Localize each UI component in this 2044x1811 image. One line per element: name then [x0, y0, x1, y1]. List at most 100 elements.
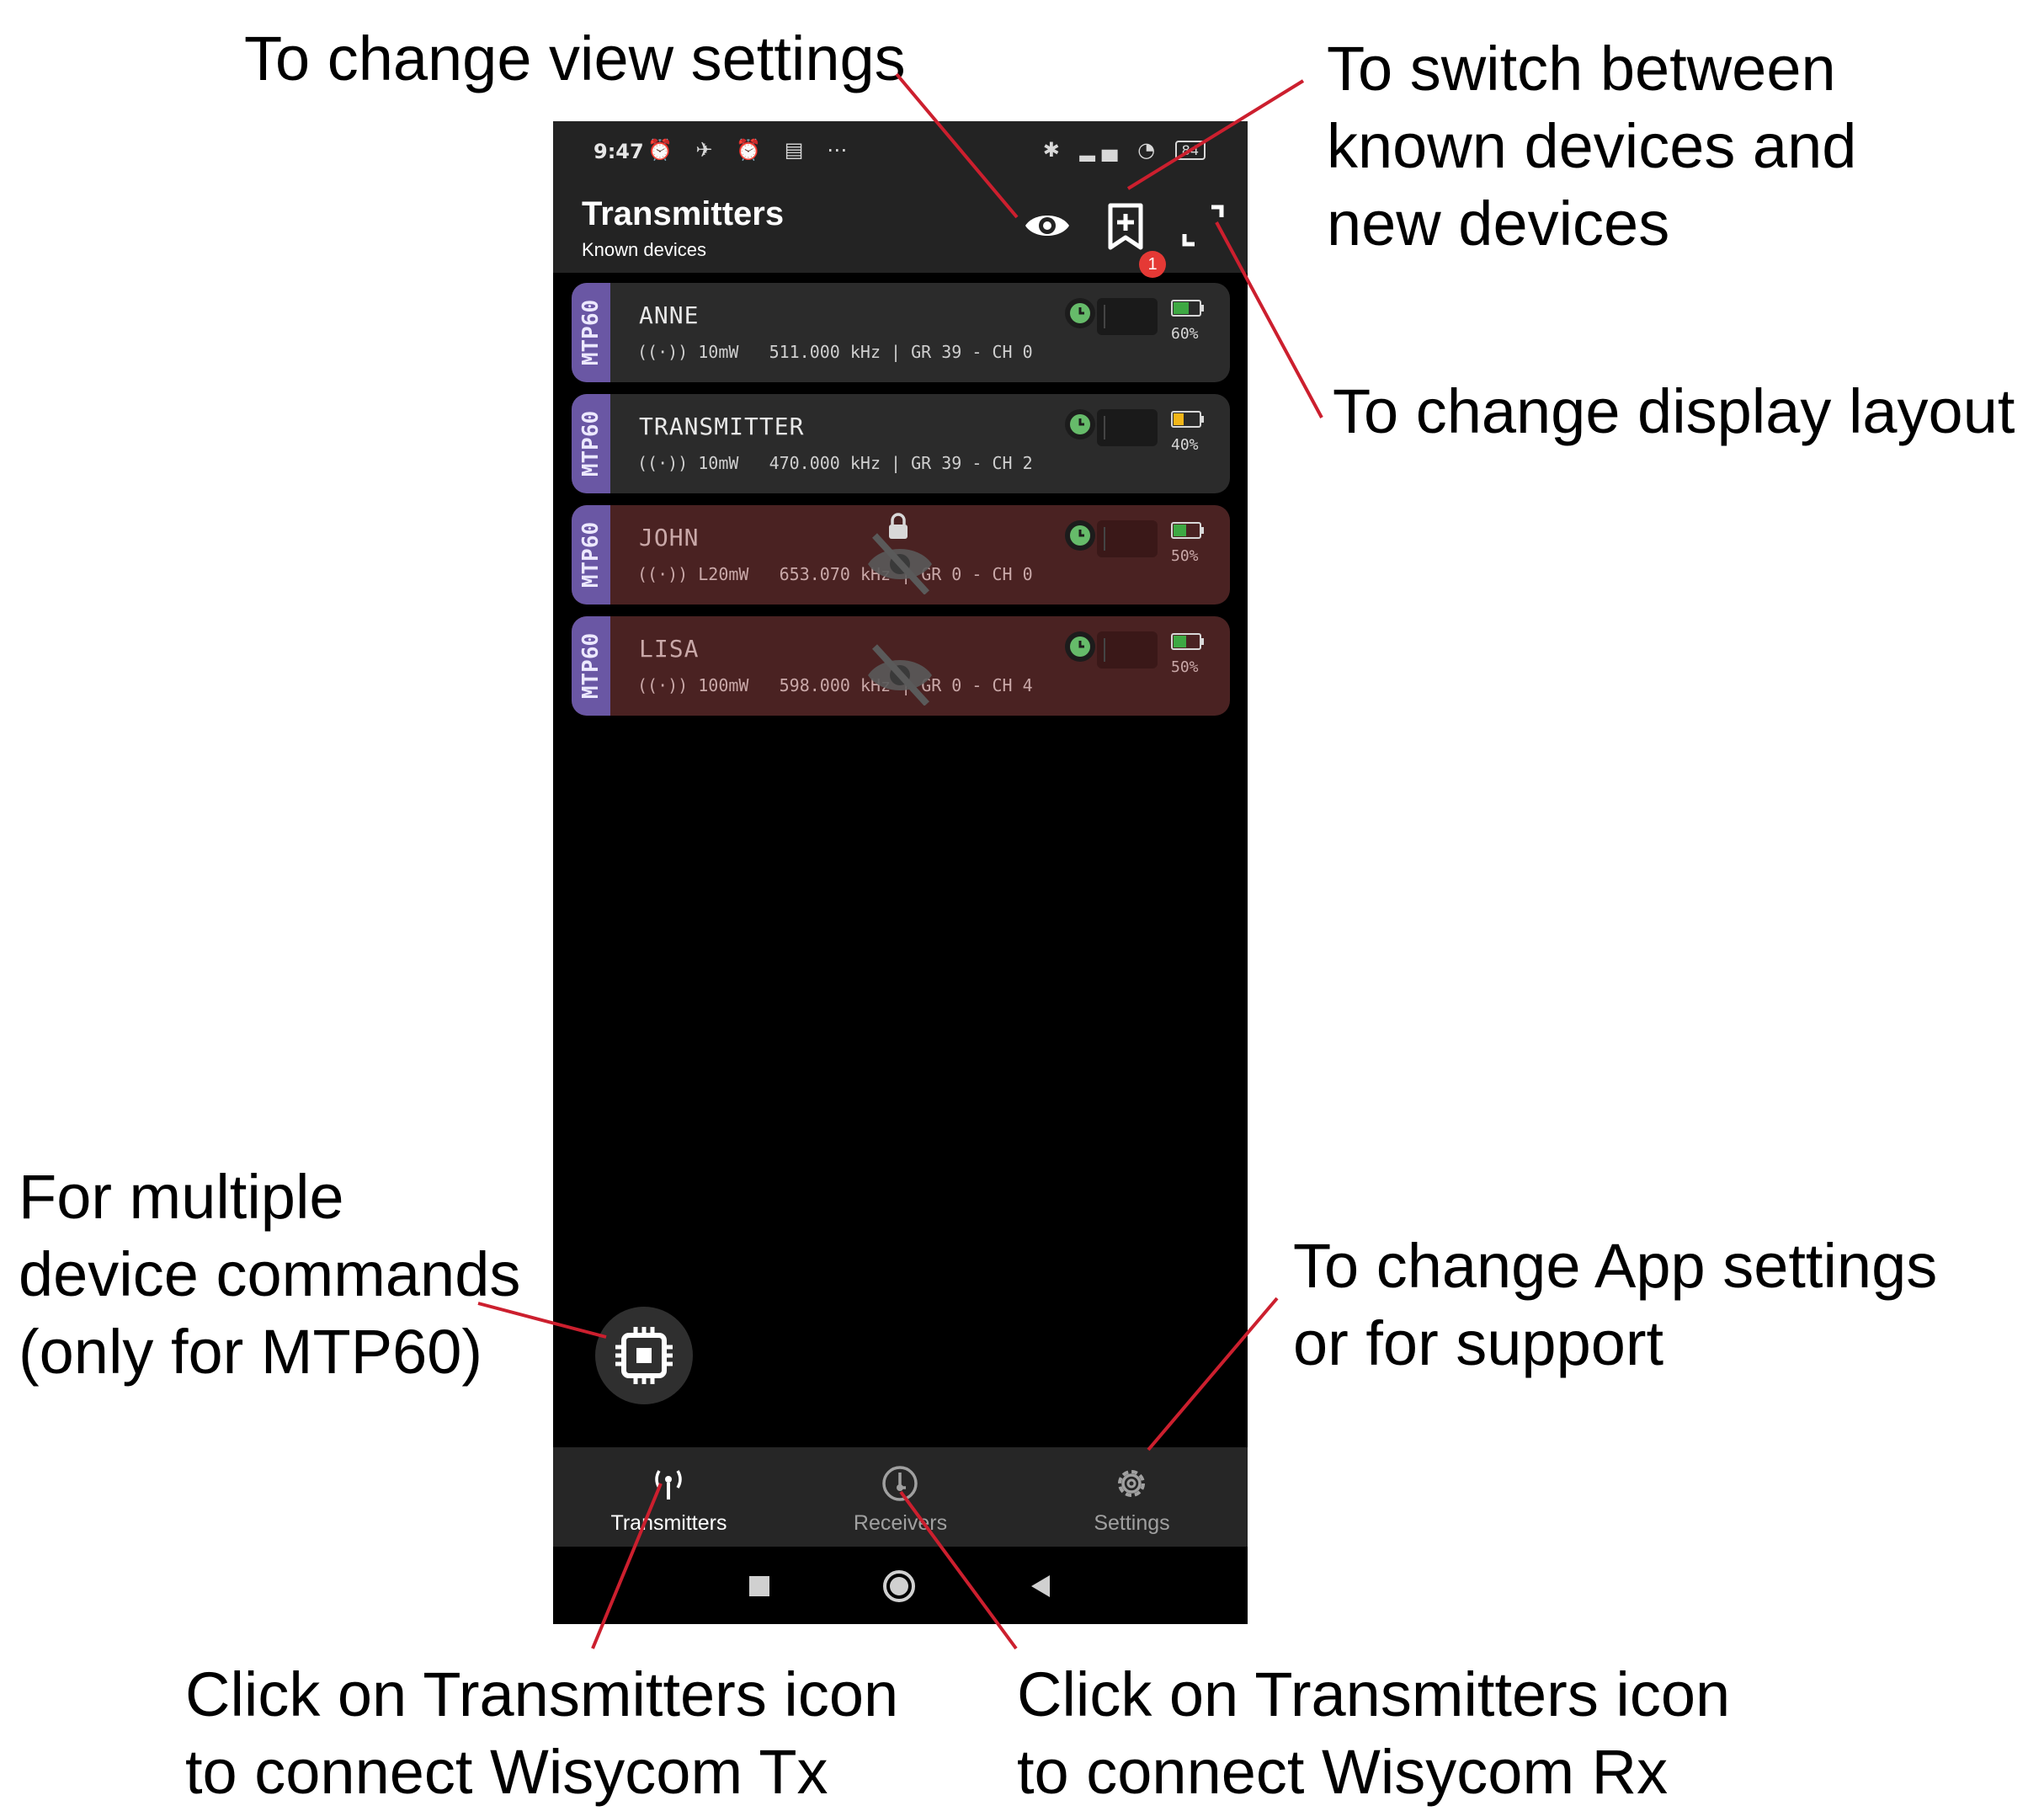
callout-rx-connect: Click on Transmitters icon to connect Wi…: [1017, 1656, 1730, 1811]
device-model: MTP60: [578, 521, 604, 589]
battery-percent: 50%: [1171, 658, 1199, 676]
audio-meter: [1097, 409, 1158, 446]
callout-line: Click on Transmitters icon: [185, 1659, 899, 1729]
device-name: ANNE: [639, 301, 700, 329]
clock-icon: [1065, 520, 1095, 551]
device-card[interactable]: MTP60 TRANSMITTER ((·)) 10mW 470.000 kHz |…: [572, 394, 1230, 493]
device-power: 100mW: [698, 675, 749, 695]
callout-view-settings: To change view settings: [244, 24, 906, 93]
device-card[interactable]: MTP60 LISA ((·)) 100mW 598.000 kHz | GR 0 …: [572, 616, 1230, 716]
callout-line: to connect Wisycom Tx: [185, 1737, 828, 1807]
lock-icon: [889, 513, 908, 539]
battery-icon: [1171, 633, 1204, 650]
device-model-tab: MTP60: [572, 616, 610, 716]
callout-line: To switch between: [1327, 34, 1836, 104]
audio-meter: [1097, 520, 1158, 557]
battery-percent: 50%: [1171, 547, 1199, 565]
callout-line: known devices and: [1327, 111, 1857, 181]
bottom-nav: Transmitters Receivers Settings: [553, 1447, 1248, 1547]
device-group: GR 39: [911, 342, 962, 362]
device-model-tab: MTP60: [572, 505, 610, 605]
device-frequency: 653.070 kHz: [779, 564, 892, 584]
device-model: MTP60: [578, 632, 604, 700]
status-right-icons: ✱ ▂▄ ◔ 84: [1043, 138, 1206, 162]
device-frequency: 470.000 kHz: [769, 453, 881, 473]
status-time: 9:47: [594, 140, 644, 163]
callout-line: device commands: [19, 1239, 521, 1309]
callout-multiple-commands: For multiple device commands (only for M…: [19, 1159, 520, 1391]
device-info: ((·)) 10mW 470.000 kHz | GR 39 - CH 2: [637, 453, 1033, 473]
antenna-icon: ((·)): [637, 675, 689, 695]
clock-icon: [1065, 409, 1095, 439]
device-channel: CH 4: [992, 675, 1033, 695]
audio-meter: [1097, 298, 1158, 335]
callout-line: Click on Transmitters icon: [1017, 1659, 1731, 1729]
callout-line: To change App settings: [1293, 1231, 1938, 1301]
page-subtitle: Known devices: [582, 239, 706, 260]
callout-tx-connect: Click on Transmitters icon to connect Wi…: [185, 1656, 898, 1811]
antenna-icon: ((·)): [637, 453, 689, 473]
nav-settings[interactable]: Settings: [1016, 1447, 1248, 1547]
phone-screen: 9:47 ⏰ ✈ ⏰ ▤ ⋯ ✱ ▂▄ ◔ 84 Transmitters Kn…: [553, 121, 1248, 1624]
callout-line: (only for MTP60): [19, 1317, 483, 1387]
battery-percent: 40%: [1171, 436, 1199, 454]
battery-icon: [1171, 411, 1204, 428]
hidden-eye-icon: [868, 644, 932, 706]
multi-command-button[interactable]: [595, 1307, 693, 1404]
device-model: MTP60: [578, 410, 604, 477]
hidden-eye-icon: [868, 533, 932, 594]
chip-icon: [615, 1327, 673, 1384]
audio-meter: [1097, 631, 1158, 668]
callout-line: or for support: [1293, 1308, 1664, 1378]
antenna-icon: [655, 1470, 682, 1499]
callout-switch-devices: To switch between known devices and new …: [1327, 30, 1856, 263]
callout-line: to connect Wisycom Rx: [1017, 1737, 1669, 1807]
device-group: GR 39: [911, 453, 962, 473]
device-card[interactable]: MTP60 JOHN ((·)) L20mW 653.070 kHz | GR 0 …: [572, 505, 1230, 605]
callout-display-layout: To change display layout: [1333, 376, 2015, 446]
device-info: ((·)) 100mW 598.000 kHz | GR 0 - CH 4: [637, 675, 1033, 695]
device-channel: CH 0: [992, 564, 1033, 584]
device-name: TRANSMITTER: [639, 413, 805, 440]
status-bar: 9:47 ⏰ ✈ ⏰ ▤ ⋯ ✱ ▂▄ ◔ 84: [553, 121, 1248, 184]
nav-receivers[interactable]: Receivers: [785, 1447, 1016, 1547]
nav-label: Transmitters: [610, 1511, 727, 1535]
device-channel: CH 2: [992, 453, 1033, 473]
status-icons: ⏰ ✈ ⏰ ▤ ⋯: [647, 138, 856, 162]
gear-icon: [1118, 1470, 1145, 1497]
device-info: ((·)) L20mW 653.070 kHz | GR 0 - CH 0: [637, 564, 1033, 584]
battery-icon: [1171, 522, 1204, 539]
device-name: JOHN: [639, 524, 700, 551]
antenna-icon: ((·)): [637, 564, 689, 584]
device-frequency: 511.000 kHz: [769, 342, 881, 362]
device-model-tab: MTP60: [572, 283, 610, 382]
new-devices-badge: 1: [1139, 251, 1166, 278]
antenna-icon: ((·)): [637, 342, 689, 362]
device-name: LISA: [639, 635, 700, 663]
callout-app-settings: To change App settings or for support: [1293, 1228, 1937, 1382]
eye-icon[interactable]: [1020, 199, 1074, 253]
back-button[interactable]: [1030, 1574, 1051, 1599]
callout-line: For multiple: [19, 1162, 344, 1232]
device-model: MTP60: [578, 299, 604, 366]
device-power: L20mW: [698, 564, 749, 584]
device-model-tab: MTP60: [572, 394, 610, 493]
bookmark-plus-icon[interactable]: [1099, 199, 1152, 253]
page-title: Transmitters: [582, 195, 785, 232]
system-nav: [553, 1547, 1248, 1624]
receiver-icon: [882, 1466, 918, 1501]
nav-transmitters[interactable]: Transmitters: [553, 1447, 785, 1547]
nav-label: Receivers: [853, 1511, 948, 1535]
device-frequency: 598.000 kHz: [779, 675, 892, 695]
recents-button[interactable]: [749, 1576, 769, 1596]
app-bar: Transmitters Known devices 1: [553, 184, 1248, 278]
home-button[interactable]: [883, 1570, 915, 1602]
battery-indicator: 84: [1174, 141, 1206, 160]
expand-icon[interactable]: [1176, 199, 1230, 253]
battery-icon: [1171, 300, 1204, 317]
device-channel: CH 0: [992, 342, 1033, 362]
device-power: 10mW: [698, 342, 739, 362]
nav-label: Settings: [1094, 1511, 1170, 1535]
battery-percent: 60%: [1171, 325, 1199, 343]
